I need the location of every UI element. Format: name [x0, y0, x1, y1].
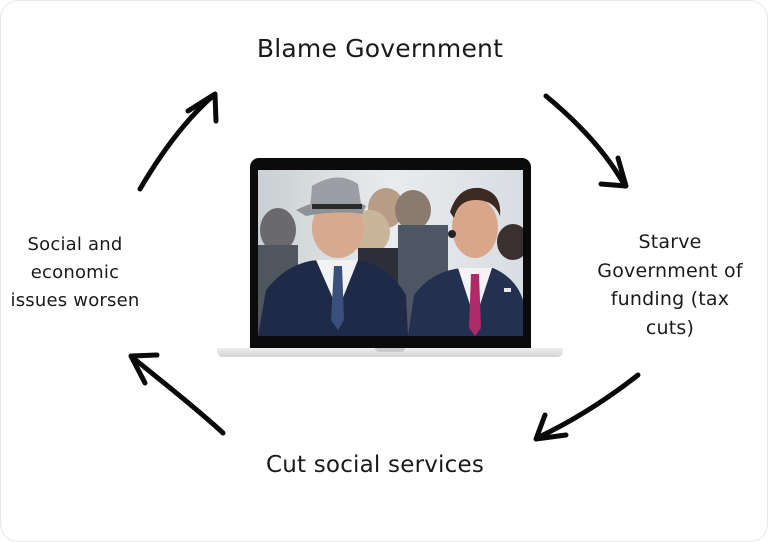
node-line: Government of [597, 259, 743, 282]
node-line: funding (tax [610, 288, 730, 310]
arrow-up-left-icon [128, 352, 226, 436]
photo-illustration [258, 170, 523, 336]
arrow-down-left-icon [533, 372, 641, 442]
node-line: economic [30, 261, 120, 283]
photo-two-men-in-suits [258, 170, 523, 336]
laptop-notch [375, 348, 405, 352]
laptop-base [217, 348, 563, 357]
node-line: Social and [27, 234, 123, 255]
node-social-economic-issues-worsen: Social and economic issues worsen [0, 231, 150, 315]
node-line: Blame Government [256, 34, 504, 63]
arrow-down-right-icon [543, 93, 629, 189]
node-line: cuts) [645, 316, 695, 339]
node-starve-government-funding: Starve Government of funding (tax cuts) [590, 228, 750, 342]
node-blame-government: Blame Government [230, 32, 530, 66]
arrow-up-right-icon [137, 91, 219, 192]
node-line: Cut social services [265, 452, 485, 478]
node-cut-social-services: Cut social services [250, 450, 500, 481]
node-line: Starve [638, 231, 702, 253]
node-line: issues worsen [10, 289, 140, 311]
laptop-mockup [250, 158, 531, 349]
